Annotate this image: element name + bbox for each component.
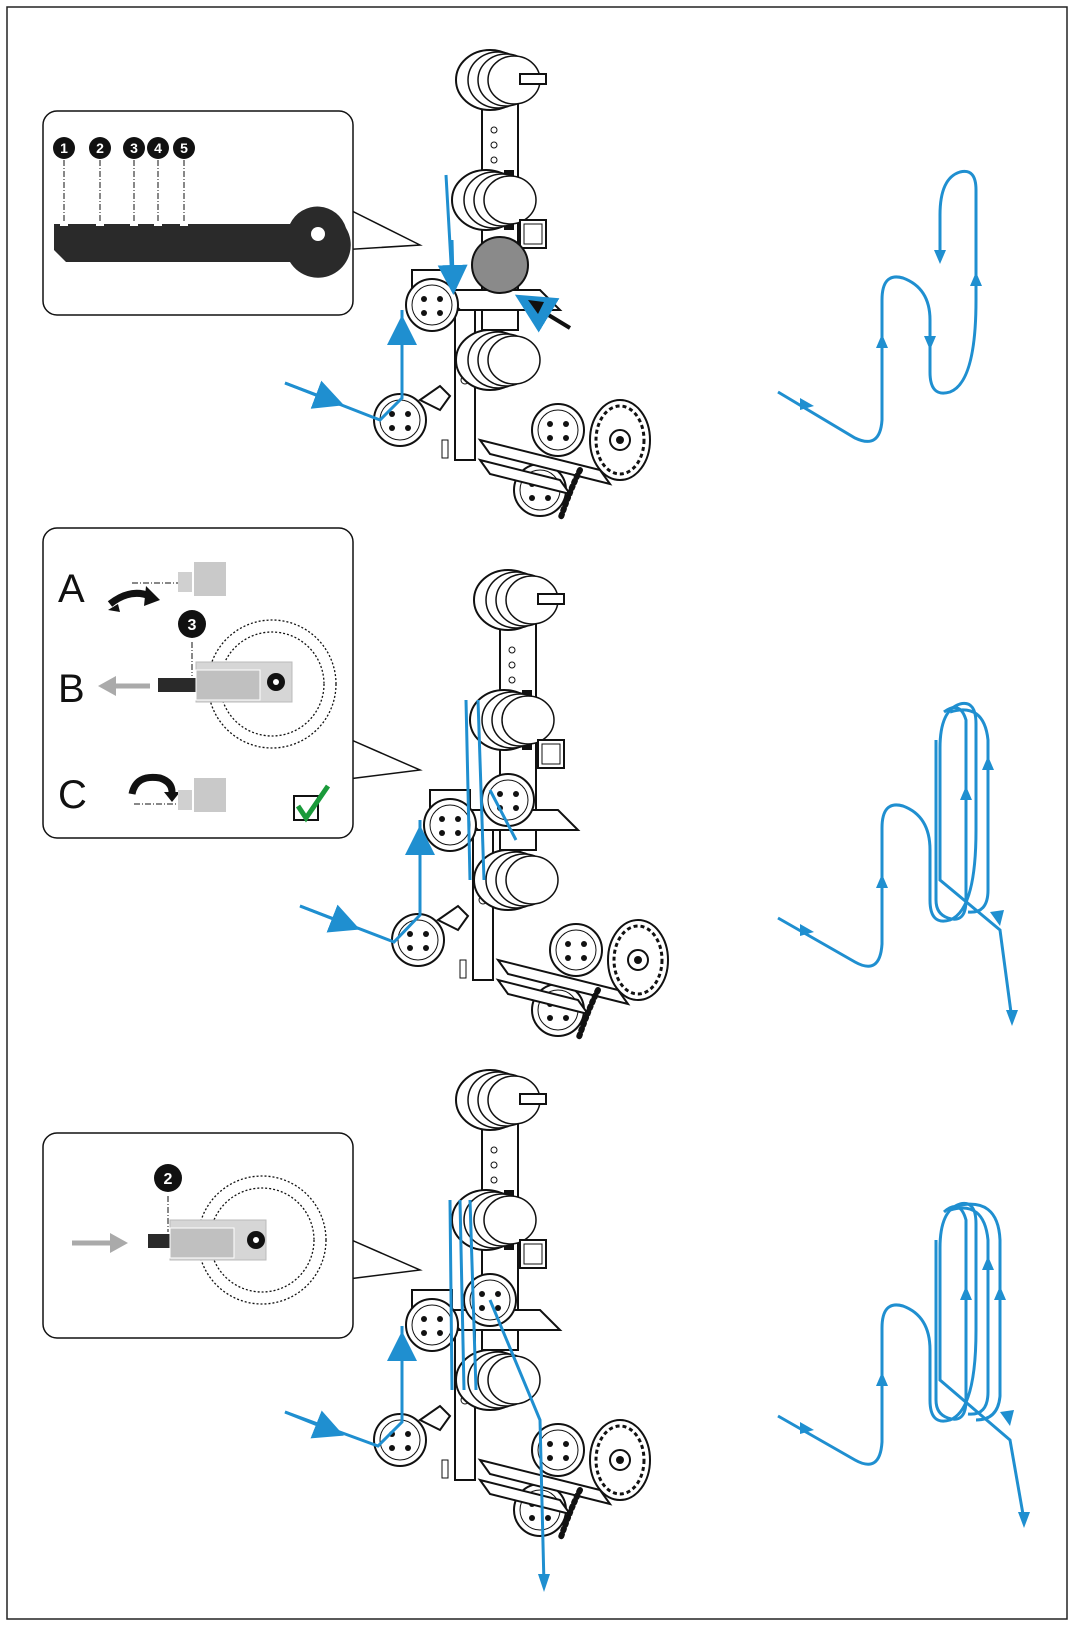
rotate-cw-icon: [128, 773, 180, 802]
machine-illustration-3: [284, 1070, 650, 1592]
panel-step-1: 1 2 3 4 5: [42, 50, 982, 520]
callout-1-box: [42, 110, 354, 316]
lever-profile: [54, 206, 351, 278]
callout-2: A B: [42, 527, 423, 839]
position-marker-3: 3: [123, 137, 145, 159]
wire-path-machine-2: [299, 699, 518, 944]
callout-1: 1 2 3 4 5: [42, 110, 423, 316]
wire-route-schematic-3: [777, 1201, 1030, 1528]
wing-screw-icon-a: [178, 562, 226, 596]
position-marker-1: 1: [53, 137, 75, 159]
lever-carriage-detail: [158, 619, 337, 749]
panel-step-2: A B: [42, 527, 1018, 1040]
position-marker-5: 5: [173, 137, 195, 159]
wire-route-schematic-2: [777, 701, 1018, 1026]
panel-step-3: 2: [42, 1070, 1030, 1592]
step-label-b: B: [58, 667, 85, 711]
position-marker-3-active: 3: [178, 610, 206, 638]
push-right-arrow-icon: [72, 1233, 128, 1253]
position-marker-2-active: 2: [154, 1164, 182, 1192]
wing-screw-icon-c: [178, 778, 226, 812]
pull-left-arrow-icon: [98, 676, 150, 696]
machine-illustration-2: [299, 570, 668, 1040]
step-label-a: A: [58, 567, 85, 611]
callout-3: 2: [42, 1132, 423, 1339]
step-label-c: C: [58, 773, 87, 817]
svg-text:1: 1: [60, 140, 68, 156]
lever-carriage-detail-3: [148, 1175, 327, 1305]
svg-text:2: 2: [164, 1171, 173, 1188]
wire-route-schematic-1: [777, 169, 982, 443]
checkmark-icon: [293, 784, 331, 823]
svg-text:3: 3: [130, 140, 138, 156]
position-marker-4: 4: [147, 137, 169, 159]
svg-text:4: 4: [154, 140, 162, 156]
rotate-ccw-icon: [107, 586, 160, 612]
svg-text:5: 5: [180, 140, 188, 156]
svg-text:2: 2: [96, 140, 104, 156]
svg-text:3: 3: [188, 617, 197, 634]
position-marker-2: 2: [89, 137, 111, 159]
machine-illustration-1: [284, 50, 650, 520]
wire-path-machine-3: [284, 1199, 546, 1586]
